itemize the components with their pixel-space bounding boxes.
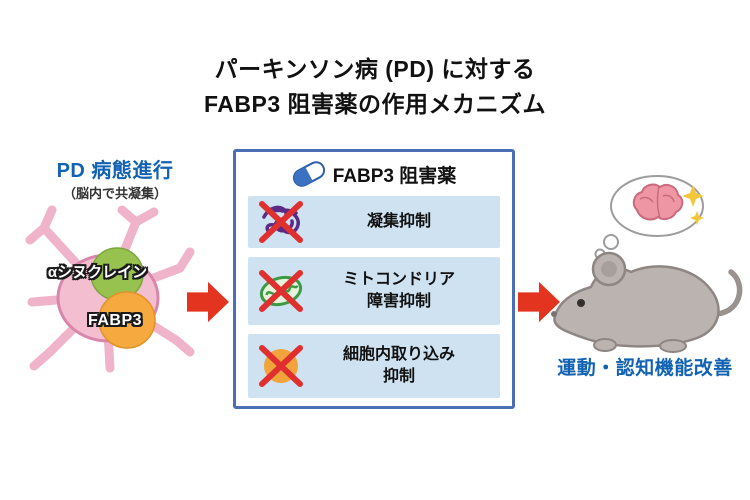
inhibition-rows: 凝集抑制 ミトコンドリア 障害抑制 [248,196,500,398]
row-aggregation-inhibition: 凝集抑制 [248,196,500,248]
row-mitochondria-inhibition: ミトコンドリア 障害抑制 [248,257,500,325]
row-label: 細胞内取り込み 抑制 [342,346,455,385]
sparkle-icon [690,211,704,225]
red-cross-icon [259,201,303,243]
fabp3-circle [98,291,156,349]
pd-progression-subheading: （脳内で共凝集） [62,186,167,201]
red-cross-icon [259,345,303,387]
outcome-caption: 運動・認知機能改善 [557,358,733,379]
title-line-1: パーキンソン病 (PD) に対する [214,56,536,82]
fabp3-label: FABP3 [87,312,143,329]
title-line-2: FABP3 阻害薬の作用メカニズム [203,90,547,117]
diagram-title: パーキンソン病 (PD) に対する FABP3 阻害薬の作用メカニズム [0,52,750,121]
mouse-body [551,251,743,353]
sparkle-icon [682,185,704,207]
brain-icon [632,183,684,221]
tangle-icon [259,201,303,243]
row-label: ミトコンドリア 障害抑制 [342,271,455,310]
capsule-icon [292,161,325,187]
mouse-illustration [551,175,743,353]
row-uptake-inhibition: 細胞内取り込み 抑制 [248,334,500,398]
red-cross-icon [259,270,303,312]
row-label: 凝集抑制 [366,213,431,231]
thought-bubble [594,175,704,260]
mouse-nose [551,311,557,317]
box-header: FABP3 阻害薬 [248,159,500,189]
fabp3-inhibitor-box: FABP3 阻害薬 凝集抑制 [233,149,515,409]
neuron-illustration [25,205,195,373]
alpha-synuclein-label: αシヌクレイン [47,264,148,281]
mouse-eye [577,299,585,307]
mitochondria-icon [259,270,303,312]
box-header-label: FABP3 阻害薬 [332,165,457,187]
pd-progression-heading: PD 病態進行 [56,160,174,182]
cell-circle-icon [259,345,303,387]
